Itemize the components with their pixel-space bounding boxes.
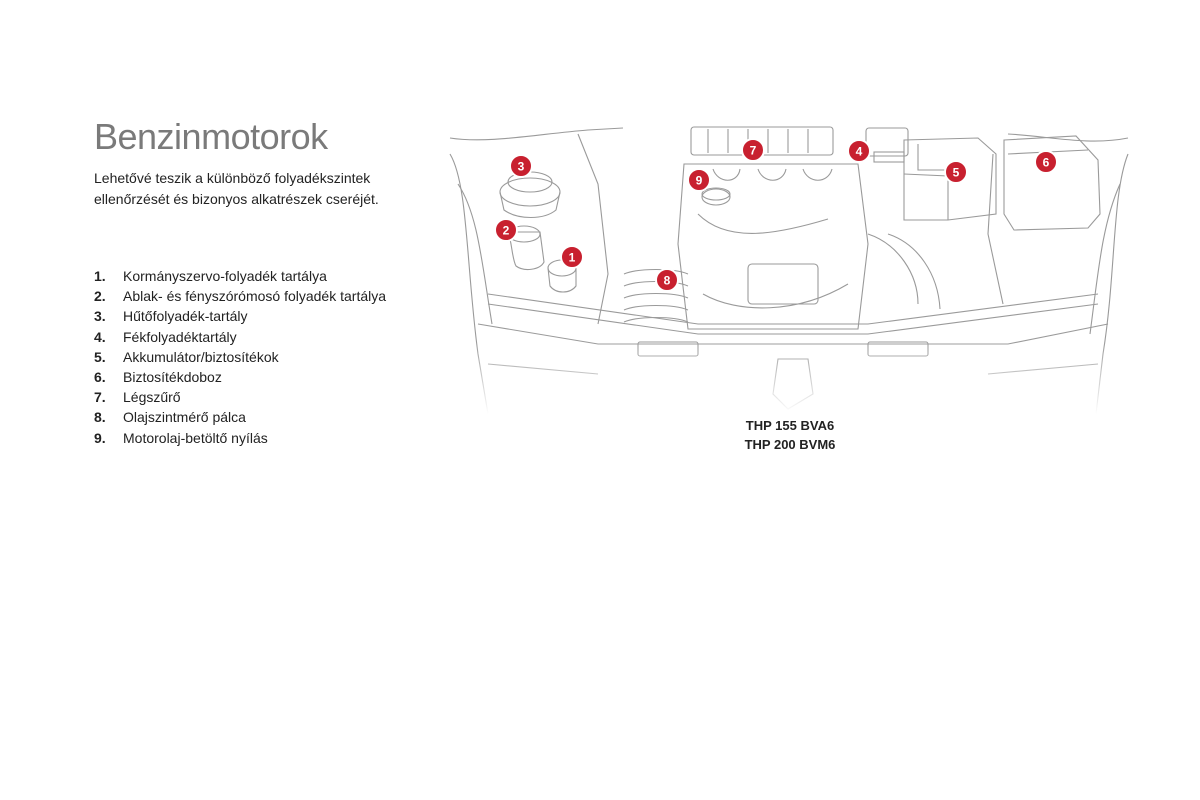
engine-bay-outline	[448, 124, 1130, 414]
marker-5-label: 5	[953, 166, 960, 180]
legend-number: 4.	[94, 328, 106, 345]
caption-line-2: THP 200 BVM6	[744, 437, 836, 452]
legend-list: 1. Kormányszervo-folyadék tartálya 2. Abla…	[94, 266, 386, 448]
legend-number: 1.	[94, 268, 106, 284]
marker-4: 4	[847, 139, 871, 163]
intro-text: Lehetővé teszik a különböző folyadékszin…	[94, 170, 379, 207]
legend-item: 3. Hűtőfolyadék-tartály	[94, 306, 386, 326]
marker-9: 9	[687, 168, 711, 192]
marker-6-label: 6	[1043, 156, 1050, 170]
legend-text: Olajszintmérő pálca	[123, 409, 246, 426]
marker-3-label: 3	[518, 160, 525, 174]
legend-item: 4. Fékfolyadéktartály	[94, 327, 386, 347]
marker-8: 8	[655, 268, 679, 292]
legend-text: Hűtőfolyadék-tartály	[123, 308, 248, 325]
marker-5: 5	[944, 160, 968, 184]
legend-item: 8. Olajszintmérő pálca	[94, 407, 386, 427]
legend-text: Légszűrő	[123, 389, 181, 406]
legend-text: Kormányszervo-folyadék tartálya	[123, 268, 327, 284]
marker-1: 1	[560, 245, 584, 269]
legend-number: 2.	[94, 288, 106, 305]
legend-number: 7.	[94, 389, 106, 406]
marker-7: 7	[741, 138, 765, 162]
legend-item: 1. Kormányszervo-folyadék tartálya	[94, 266, 386, 286]
legend-text: Fékfolyadéktartály	[123, 328, 237, 345]
legend-number: 8.	[94, 409, 106, 426]
legend-number: 9.	[94, 429, 106, 446]
legend-item: 7. Légszűrő	[94, 387, 386, 407]
marker-2: 2	[494, 218, 518, 242]
legend-item: 9. Motorolaj-betöltő nyílás	[94, 428, 386, 448]
legend-number: 5.	[94, 348, 106, 365]
engine-bay-diagram: 1 2 3 4 5 6 7 8	[448, 124, 1130, 414]
engine-bay-illustration: 1 2 3 4 5 6 7 8	[448, 124, 1130, 414]
marker-6: 6	[1034, 150, 1058, 174]
marker-8-label: 8	[664, 274, 671, 288]
marker-2-label: 2	[503, 224, 510, 238]
legend-number: 6.	[94, 369, 106, 386]
legend-text: Akkumulátor/biztosítékok	[123, 348, 279, 365]
marker-1-label: 1	[569, 251, 576, 265]
marker-9-label: 9	[696, 174, 703, 188]
legend-text: Ablak- és fényszórómosó folyadék tartály…	[123, 288, 387, 305]
legend-text: Biztosítékdoboz	[123, 369, 222, 386]
page-title: Benzinmotorok	[94, 116, 328, 157]
figure-caption: THP 155 BVA6 THP 200 BVM6	[690, 416, 890, 454]
legend-item: 2. Ablak- és fényszórómosó folyadék tartá…	[94, 286, 386, 306]
legend-item: 6. Biztosítékdoboz	[94, 367, 386, 387]
marker-7-label: 7	[750, 144, 757, 158]
legend-text: Motorolaj-betöltő nyílás	[123, 429, 268, 446]
marker-3: 3	[509, 154, 533, 178]
legend-number: 3.	[94, 308, 106, 325]
legend-item: 5. Akkumulátor/biztosítékok	[94, 347, 386, 367]
caption-line-1: THP 155 BVA6	[745, 418, 835, 433]
marker-4-label: 4	[856, 145, 863, 159]
